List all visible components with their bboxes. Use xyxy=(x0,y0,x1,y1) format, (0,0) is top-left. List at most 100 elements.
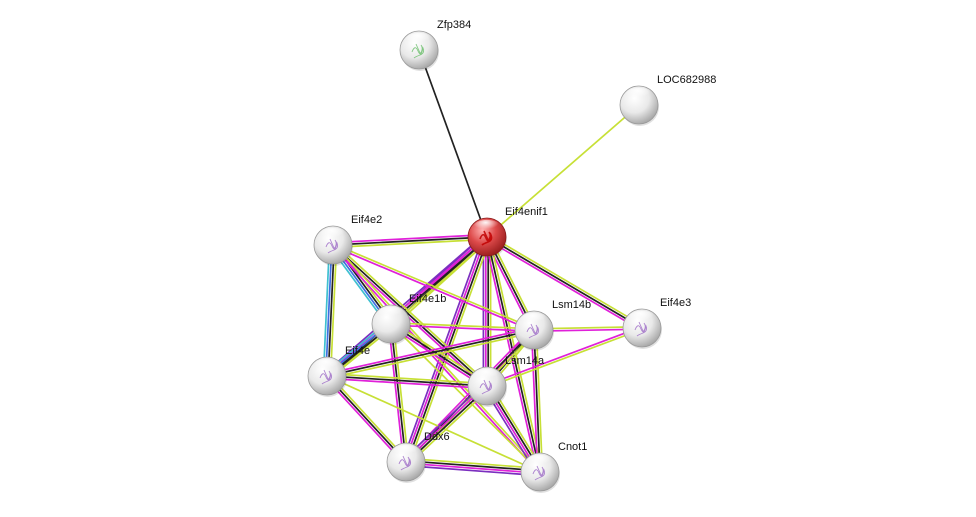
node-label: Eif4enif1 xyxy=(505,206,548,218)
edge-line-coexpression xyxy=(326,329,535,377)
node-gloss xyxy=(526,454,554,469)
edges-layer xyxy=(322,49,644,477)
edge-eif4e3-lsm14a[interactable] xyxy=(486,326,643,388)
edge-line-databases xyxy=(405,464,540,477)
edge-line-textmining xyxy=(488,236,544,472)
edge-line-coexpression xyxy=(332,236,488,246)
edge-line-textmining xyxy=(333,243,535,330)
node-gloss xyxy=(473,368,501,383)
node-gloss xyxy=(313,358,341,373)
edge-line-cooccurrence xyxy=(324,244,333,376)
edge-line-experiments xyxy=(326,377,487,390)
node-label: LOC682988 xyxy=(657,74,716,86)
node-gloss xyxy=(520,312,548,327)
edge-line-coexpression xyxy=(390,323,407,463)
edge-line-coexpression xyxy=(332,244,488,387)
node-zfp384[interactable]: Zfp384 xyxy=(399,19,471,71)
edge-eif4e1b-lsm14b[interactable] xyxy=(390,321,535,333)
node-label: Lsm14b xyxy=(552,299,591,311)
edge-line-coexpression xyxy=(327,237,489,378)
node-eif4e[interactable]: Eif4e xyxy=(307,345,370,397)
edge-line-coexpression xyxy=(418,49,488,238)
edge-line-experiments xyxy=(387,324,405,463)
node-eif4e3[interactable]: Eif4e3 xyxy=(622,297,691,349)
edge-eif4e2-lsm14a[interactable] xyxy=(330,242,490,389)
edge-line-textmining xyxy=(329,245,338,377)
node-gloss xyxy=(625,87,653,102)
node-lsm14a[interactable]: Lsm14a xyxy=(467,355,545,407)
node-ddx6[interactable]: Ddx6 xyxy=(386,431,450,483)
edge-lsm14b-cnot1[interactable] xyxy=(530,329,544,473)
node-gloss xyxy=(377,306,405,321)
edge-line-coexpression xyxy=(326,375,488,387)
edge-line-experiments xyxy=(390,324,534,333)
node-loc682988[interactable]: LOC682988 xyxy=(619,74,716,126)
node-label: Ddx6 xyxy=(424,431,450,443)
edge-eif4enif1-eif4e2[interactable] xyxy=(332,233,488,249)
edge-line-textmining xyxy=(333,238,488,249)
node-label: Zfp384 xyxy=(437,19,471,31)
edge-line-textmining xyxy=(327,372,488,385)
node-lsm14b[interactable]: Lsm14b xyxy=(514,299,591,351)
edge-eif4e1b-ddx6[interactable] xyxy=(387,323,410,463)
edge-line-coexpression xyxy=(326,375,407,463)
edge-line-experiments xyxy=(331,245,540,474)
edge-line-textmining xyxy=(487,328,643,388)
edge-line-textmining xyxy=(328,373,409,461)
node-label: Eif4e3 xyxy=(660,297,691,309)
edge-line-textmining xyxy=(487,234,644,327)
edge-line-textmining xyxy=(406,457,541,470)
node-label: Eif4e2 xyxy=(351,214,382,226)
edge-line-textmining xyxy=(328,239,490,380)
edge-line-textmining xyxy=(326,375,541,473)
edge-line-experiments xyxy=(530,330,539,473)
edge-eif4enif1-eif4e[interactable] xyxy=(324,233,490,380)
edge-line-textmining xyxy=(327,331,535,380)
edge-line-coexpression xyxy=(533,329,541,473)
node-eif4e2[interactable]: Eif4e2 xyxy=(313,214,382,266)
edge-eif4e-cnot1[interactable] xyxy=(326,375,541,473)
edge-line-experiments xyxy=(486,326,642,386)
node-gloss xyxy=(628,310,656,325)
edge-line-experiments xyxy=(485,238,642,331)
edge-line-textmining xyxy=(535,329,544,472)
edge-line-textmining xyxy=(486,104,640,238)
edge-line-experiments xyxy=(325,235,487,376)
edge-line-textmining xyxy=(334,242,490,385)
node-label: Cnot1 xyxy=(558,441,587,453)
edge-line-textmining xyxy=(391,321,535,330)
edge-eif4enif1-eif4e3[interactable] xyxy=(485,234,644,331)
edge-line-homology xyxy=(322,244,331,376)
edge-eif4e-ddx6[interactable] xyxy=(324,373,409,465)
edge-line-coexpression xyxy=(406,459,541,472)
edge-line-experiments xyxy=(332,245,534,332)
node-gloss xyxy=(319,227,347,242)
node-gloss xyxy=(392,444,420,459)
node-label: Eif4e xyxy=(345,345,370,357)
node-gloss xyxy=(473,219,501,234)
node-label: Eif4e1b xyxy=(409,293,446,305)
edge-eif4enif1-loc682988[interactable] xyxy=(486,104,640,238)
edge-eif4e2-lsm14b[interactable] xyxy=(332,243,535,332)
node-cnot1[interactable]: Cnot1 xyxy=(520,441,587,493)
edge-line-experiments xyxy=(405,462,540,475)
node-gloss xyxy=(405,32,433,47)
edge-ddx6-cnot1[interactable] xyxy=(405,457,541,477)
edge-lsm14b-eif4e[interactable] xyxy=(326,326,535,380)
edge-line-coexpression xyxy=(327,245,336,377)
edge-line-experiments xyxy=(332,233,487,244)
edge-line-experiments xyxy=(326,326,534,375)
edge-line-textmining xyxy=(392,323,410,462)
edge-line-experiments xyxy=(483,237,539,473)
edge-line-coexpression xyxy=(486,236,643,329)
edge-eif4enif1-zfp384[interactable] xyxy=(418,49,488,238)
edge-line-experiments xyxy=(324,377,405,465)
node-eif4e1b[interactable]: Eif4e1b xyxy=(371,293,446,345)
edge-line-databases xyxy=(324,233,486,374)
edge-eif4e2-eif4e[interactable] xyxy=(322,244,338,377)
node-eif4enif1[interactable]: Eif4enif1 xyxy=(467,206,548,258)
node-label: Lsm14a xyxy=(505,355,545,367)
edge-eif4e-lsm14a[interactable] xyxy=(326,372,488,390)
